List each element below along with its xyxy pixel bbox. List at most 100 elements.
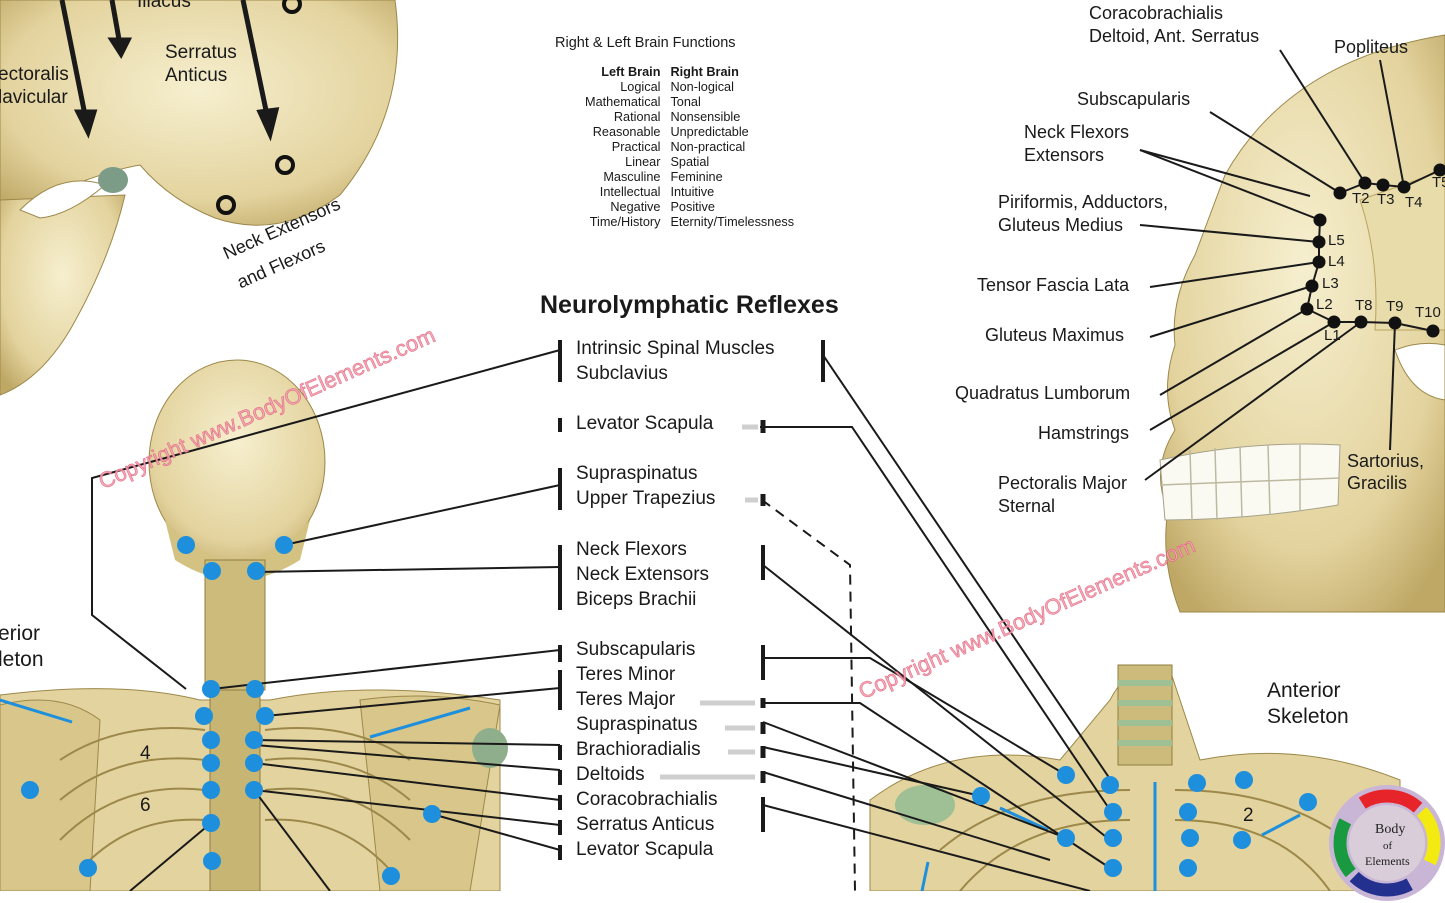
reflex-point bbox=[245, 731, 263, 749]
neurolymphatic-title: Neurolymphatic Reflexes bbox=[540, 291, 839, 320]
vertebral-point bbox=[1389, 317, 1402, 330]
reflex-point bbox=[79, 859, 97, 877]
reflex-label: Levator Scapula bbox=[576, 413, 713, 435]
logo-text-3: Elements bbox=[1365, 854, 1410, 868]
vertebral-point bbox=[1334, 187, 1347, 200]
body-of-elements-logo: Body of Elements bbox=[1327, 783, 1445, 903]
reflex-point bbox=[245, 781, 263, 799]
vertebral-point bbox=[1313, 236, 1326, 249]
left-brain-trait: Masculine bbox=[585, 170, 670, 185]
vertebra-label: T10 bbox=[1415, 304, 1441, 321]
left-brain-trait: Intellectual bbox=[585, 185, 670, 200]
logo-text-2: of bbox=[1383, 840, 1393, 852]
reflex-point bbox=[1057, 766, 1075, 784]
reflex-point bbox=[972, 787, 990, 805]
left-brain-trait: Practical bbox=[585, 140, 670, 155]
reflex-label: Intrinsic Spinal Muscles bbox=[576, 338, 775, 360]
right-brain-trait: Non-logical bbox=[670, 80, 804, 95]
left-brain-trait: Reasonable bbox=[585, 125, 670, 140]
vertebra-label: L2 bbox=[1316, 296, 1333, 313]
vertebra-label: T5 bbox=[1432, 174, 1445, 191]
reflex-point bbox=[202, 814, 220, 832]
label-iliacus: Iliacus bbox=[137, 0, 191, 13]
label-gluteus-maximus: Gluteus Maximus bbox=[985, 325, 1124, 346]
reflex-label: Brachioradialis bbox=[576, 739, 701, 761]
vertebra-label: T2 bbox=[1352, 190, 1370, 207]
vertebra-label: T4 bbox=[1405, 194, 1423, 211]
reflex-point bbox=[203, 852, 221, 870]
reflex-point bbox=[247, 562, 265, 580]
vertebra-label: T3 bbox=[1377, 191, 1395, 208]
vertebral-point bbox=[1314, 214, 1327, 227]
reflex-point bbox=[202, 781, 220, 799]
vertebra-label: L1 bbox=[1324, 327, 1341, 344]
reflex-point bbox=[1233, 831, 1251, 849]
rib-number-4: 4 bbox=[140, 743, 151, 765]
rib-number-2: 2 bbox=[1243, 805, 1254, 827]
reflex-point bbox=[1299, 793, 1317, 811]
reflex-label: Upper Trapezius bbox=[576, 488, 715, 510]
vertebral-point bbox=[1313, 256, 1326, 269]
label-tensor-fascia-lata: Tensor Fascia Lata bbox=[977, 275, 1129, 296]
reflex-label: Teres Major bbox=[576, 689, 675, 711]
reflex-point bbox=[1179, 859, 1197, 877]
reflex-label: Serratus Anticus bbox=[576, 814, 714, 836]
label-popliteus: Popliteus bbox=[1334, 37, 1408, 58]
label-sternal: Sternal bbox=[998, 496, 1055, 517]
reflex-point bbox=[21, 781, 39, 799]
reflex-label: Biceps Brachii bbox=[576, 589, 696, 611]
label-serratus-1: Serratus bbox=[165, 42, 237, 64]
reflex-label: Neck Extensors bbox=[576, 564, 709, 586]
reflex-point bbox=[1104, 859, 1122, 877]
left-brain-trait: Mathematical bbox=[585, 95, 670, 110]
vertebral-point bbox=[1377, 179, 1390, 192]
reflex-label: Levator Scapula bbox=[576, 839, 713, 861]
label-neck-flexors: Neck Flexors bbox=[1024, 122, 1129, 143]
vertebra-label: T8 bbox=[1355, 297, 1373, 314]
label-gracilis: Gracilis bbox=[1347, 473, 1407, 494]
anterior-skeleton-title-1: Anterior bbox=[1267, 679, 1341, 703]
reflex-label: Deltoids bbox=[576, 764, 645, 786]
vertebra-label: T9 bbox=[1386, 298, 1404, 315]
reflex-point bbox=[423, 805, 441, 823]
right-brain-trait: Non-practical bbox=[670, 140, 804, 155]
reflex-point bbox=[256, 707, 274, 725]
right-brain-trait: Tonal bbox=[670, 95, 804, 110]
reflex-point bbox=[177, 536, 195, 554]
label-sartorius: Sartorius, bbox=[1347, 451, 1424, 472]
label-pectoralis-1: ectoralis bbox=[0, 64, 69, 86]
label-anterior-partial: erior bbox=[0, 622, 40, 646]
reflex-point bbox=[1104, 829, 1122, 847]
reflex-label: Coracobrachialis bbox=[576, 789, 718, 811]
vertebra-label: L5 bbox=[1328, 232, 1345, 249]
reflex-point bbox=[1101, 776, 1119, 794]
label-quadratus-lumborum: Quadratus Lumborum bbox=[955, 383, 1130, 404]
left-brain-header: Left Brain bbox=[585, 65, 670, 80]
label-deltoid: Deltoid, Ant. Serratus bbox=[1089, 26, 1259, 47]
reflex-point bbox=[1235, 771, 1253, 789]
reflex-point bbox=[195, 707, 213, 725]
label-serratus-2: Anticus bbox=[165, 65, 227, 87]
reflex-label: Teres Minor bbox=[576, 664, 675, 686]
vertebral-point bbox=[1427, 325, 1440, 338]
reflex-point bbox=[1104, 803, 1122, 821]
vertebral-point bbox=[1355, 316, 1368, 329]
reflex-point bbox=[382, 867, 400, 885]
right-brain-trait: Eternity/Timelessness bbox=[670, 215, 804, 230]
vertebral-point bbox=[1359, 177, 1372, 190]
brain-functions-title: Right & Left Brain Functions bbox=[555, 35, 804, 51]
label-coracobrachialis: Coracobrachialis bbox=[1089, 3, 1223, 24]
reflex-label: Neck Flexors bbox=[576, 539, 687, 561]
label-pectoralis-2: lavicular bbox=[0, 87, 68, 109]
vertebra-label: L4 bbox=[1328, 253, 1345, 270]
vertebral-point bbox=[1301, 303, 1314, 316]
label-skeleton-partial: leton bbox=[0, 648, 44, 672]
label-piriformis: Piriformis, Adductors, bbox=[998, 192, 1168, 213]
reflex-label: Subscapularis bbox=[576, 639, 695, 661]
